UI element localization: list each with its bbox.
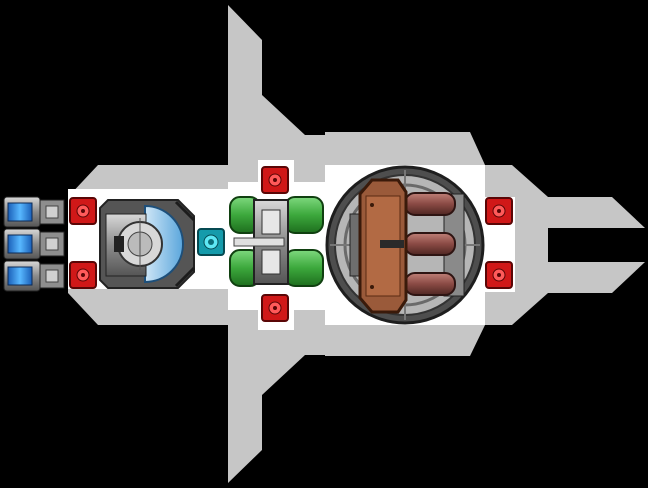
engine-block[interactable] [3, 196, 65, 292]
armor-nodes [69, 166, 513, 322]
reactor-icon[interactable] [229, 196, 324, 287]
armor-node-icon[interactable] [69, 197, 97, 225]
thruster-icon [3, 260, 65, 292]
armor-node-icon[interactable] [485, 261, 513, 289]
thruster-icon [3, 196, 65, 228]
cannon-turret-icon[interactable] [325, 165, 485, 325]
armor-node-icon[interactable] [69, 261, 97, 289]
shield-generator-icon[interactable] [99, 199, 196, 289]
power-core-icon[interactable] [197, 228, 225, 256]
armor-node-icon[interactable] [261, 166, 289, 194]
thruster-icon [3, 228, 65, 260]
armor-node-icon[interactable] [261, 294, 289, 322]
armor-node-icon[interactable] [485, 197, 513, 225]
